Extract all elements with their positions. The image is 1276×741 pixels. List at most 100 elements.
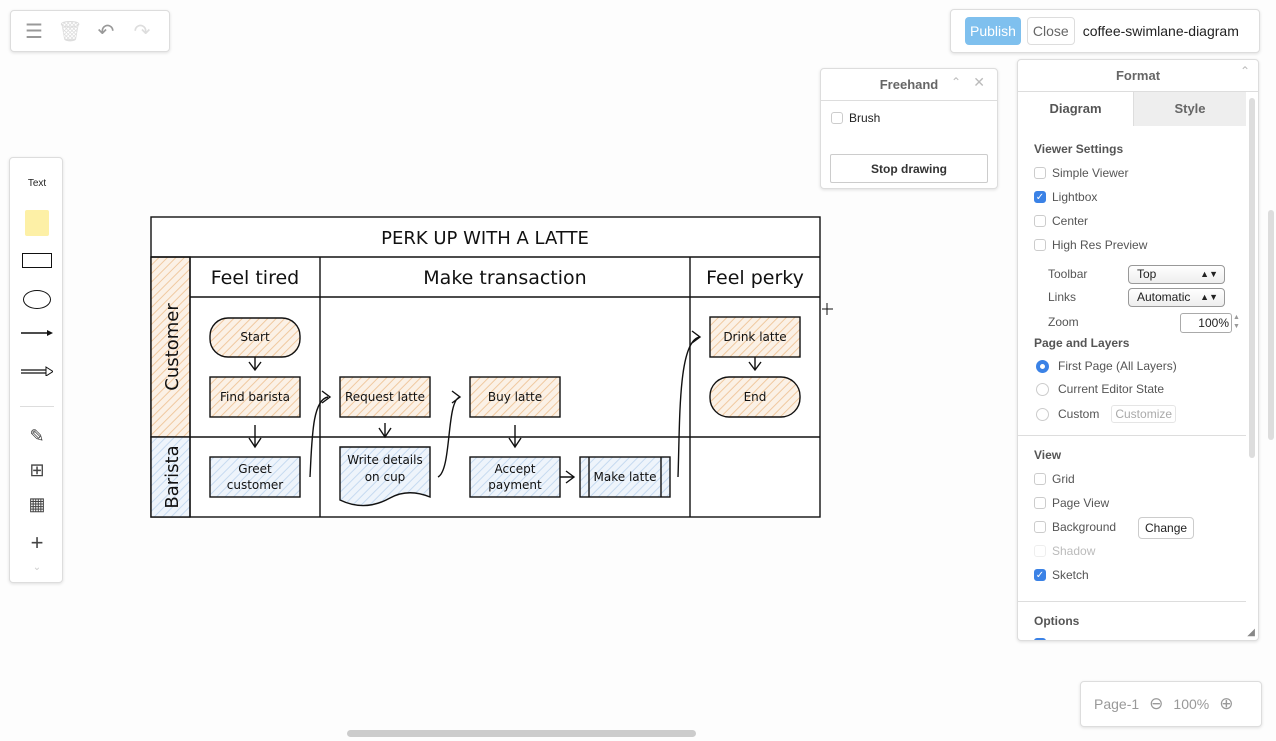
file-name[interactable]: coffee-swimlane-diagram [1082,23,1239,39]
customize-button[interactable]: Customize [1111,405,1177,423]
tab-diagram[interactable]: Diagram [1018,92,1133,126]
double-arrow-shape[interactable] [10,366,64,376]
page-view-label: Page View [1052,496,1110,510]
collapse-icon[interactable]: ⌃ [950,75,961,89]
table-icon[interactable]: ▦ [28,494,46,514]
publish-button[interactable]: Publish [965,17,1021,45]
tab-style[interactable]: Style [1133,92,1246,126]
pool-title: PERK UP WITH A LATTE [381,228,589,249]
node-accept-payment[interactable] [469,456,561,498]
zoom-stepper[interactable]: ▲▼ [1233,314,1240,330]
node-make-latte[interactable] [579,456,671,498]
lane-barista-label: Barista [162,445,183,508]
view-heading: View [1034,448,1062,462]
node-request-latte[interactable] [339,376,431,418]
options-checkbox[interactable] [1034,638,1046,640]
rectangle-shape[interactable] [10,253,64,268]
chevron-down-icon[interactable]: ⌄ [32,562,42,573]
sketch-label: Sketch [1052,568,1089,582]
undo-icon[interactable]: ↶ [97,20,115,43]
divider [1018,435,1246,436]
node-write-details[interactable] [339,446,431,507]
connector-arrows [248,330,762,484]
crosshair-cursor [822,303,833,315]
center-checkbox[interactable] [1034,215,1046,227]
select-arrows-icon: ▲▼ [1200,292,1218,302]
label-greet-2: customer [227,478,284,492]
label-drink: Drink latte [723,330,786,344]
links-label: Links [1048,290,1077,304]
page-view-checkbox[interactable] [1034,497,1046,509]
plus-icon[interactable]: + [30,530,44,555]
format-scrollbar[interactable] [1249,98,1255,458]
custom-radio[interactable] [1036,407,1049,421]
background-checkbox[interactable] [1034,521,1046,533]
node-greet-customer[interactable] [209,456,301,498]
shadow-checkbox[interactable] [1034,545,1046,557]
label-greet-1: Greet [238,462,272,476]
viewer-settings-heading: Viewer Settings [1034,142,1124,156]
add-shapes-icon[interactable]: ⊞ [29,460,45,480]
label-write-1: Write details [347,453,422,467]
close-icon[interactable]: ✕ [973,74,985,90]
node-end[interactable] [709,376,801,418]
high-res-label: High Res Preview [1052,238,1148,252]
collapse-format-icon[interactable]: ⌃ [1239,64,1250,78]
links-select-value: Automatic [1137,290,1191,304]
first-page-label: First Page (All Layers) [1058,359,1177,373]
toolbar-select-value: Top [1137,267,1157,281]
note-shape[interactable] [10,210,64,236]
sketch-checkbox[interactable]: ✓ [1034,569,1046,581]
toolbar-label: Toolbar [1048,267,1088,281]
first-page-radio[interactable] [1036,359,1049,373]
toolbar-select[interactable]: Top▲▼ [1128,265,1225,284]
options-heading: Options [1034,614,1080,628]
freehand-icon[interactable]: ✎ [29,426,45,446]
text-shape[interactable]: Text [27,178,47,189]
zoom-label: Zoom [1048,315,1079,329]
lane-barista-header[interactable] [150,436,191,518]
grid-label: Grid [1052,472,1075,486]
brush-checkbox[interactable] [831,112,843,124]
page-layers-heading: Page and Layers [1034,336,1130,350]
phase-feel-perky: Feel perky [706,267,804,289]
high-res-checkbox[interactable] [1034,239,1046,251]
ellipse-shape[interactable] [10,290,64,309]
publish-bar: Publish Close coffee-swimlane-diagram [950,9,1260,53]
node-find-barista[interactable] [209,376,301,418]
custom-label: Custom [1058,407,1100,421]
simple-viewer-label: Simple Viewer [1052,166,1129,180]
vertical-scrollbar[interactable] [1268,210,1274,440]
label-accept-2: payment [488,478,542,492]
menu-icon[interactable]: ☰ [25,20,43,43]
current-state-radio[interactable] [1036,382,1049,396]
label-write-2: on cup [365,470,406,484]
page-label[interactable]: Page-1 [1094,696,1140,712]
horizontal-scrollbar[interactable] [347,730,696,737]
close-button[interactable]: Close [1026,17,1075,45]
top-toolbar: ☰ 🗑 ↶ ↷ [10,10,170,52]
label-buy: Buy latte [488,390,542,404]
freehand-panel: Freehand ⌃ ✕ Brush Stop drawing [820,68,998,189]
zoom-level[interactable]: 100% [1173,696,1210,712]
stop-drawing-button[interactable]: Stop drawing [830,154,988,183]
phase-make-transaction: Make transaction [423,267,586,289]
zoom-input[interactable]: 100% [1180,313,1232,333]
simple-viewer-checkbox[interactable] [1034,167,1046,179]
lane-customer-label: Customer [162,303,183,391]
zoom-in-icon[interactable]: ⊕ [1219,694,1234,713]
grid-checkbox[interactable] [1034,473,1046,485]
divider [20,406,54,407]
resize-handle-icon[interactable]: ◢ [1247,627,1255,638]
change-background-button[interactable]: Change [1138,517,1195,539]
links-select[interactable]: Automatic ▲▼ [1128,288,1225,307]
zoom-out-icon[interactable]: ⊖ [1149,694,1164,713]
phase-feel-tired: Feel tired [211,267,299,289]
label-find-barista: Find barista [220,390,290,404]
node-buy-latte[interactable] [469,376,561,418]
lightbox-checkbox[interactable]: ✓ [1034,191,1046,203]
trash-icon[interactable]: 🗑 [57,20,83,43]
redo-icon[interactable]: ↷ [133,20,151,43]
arrow-shape[interactable] [10,328,64,338]
